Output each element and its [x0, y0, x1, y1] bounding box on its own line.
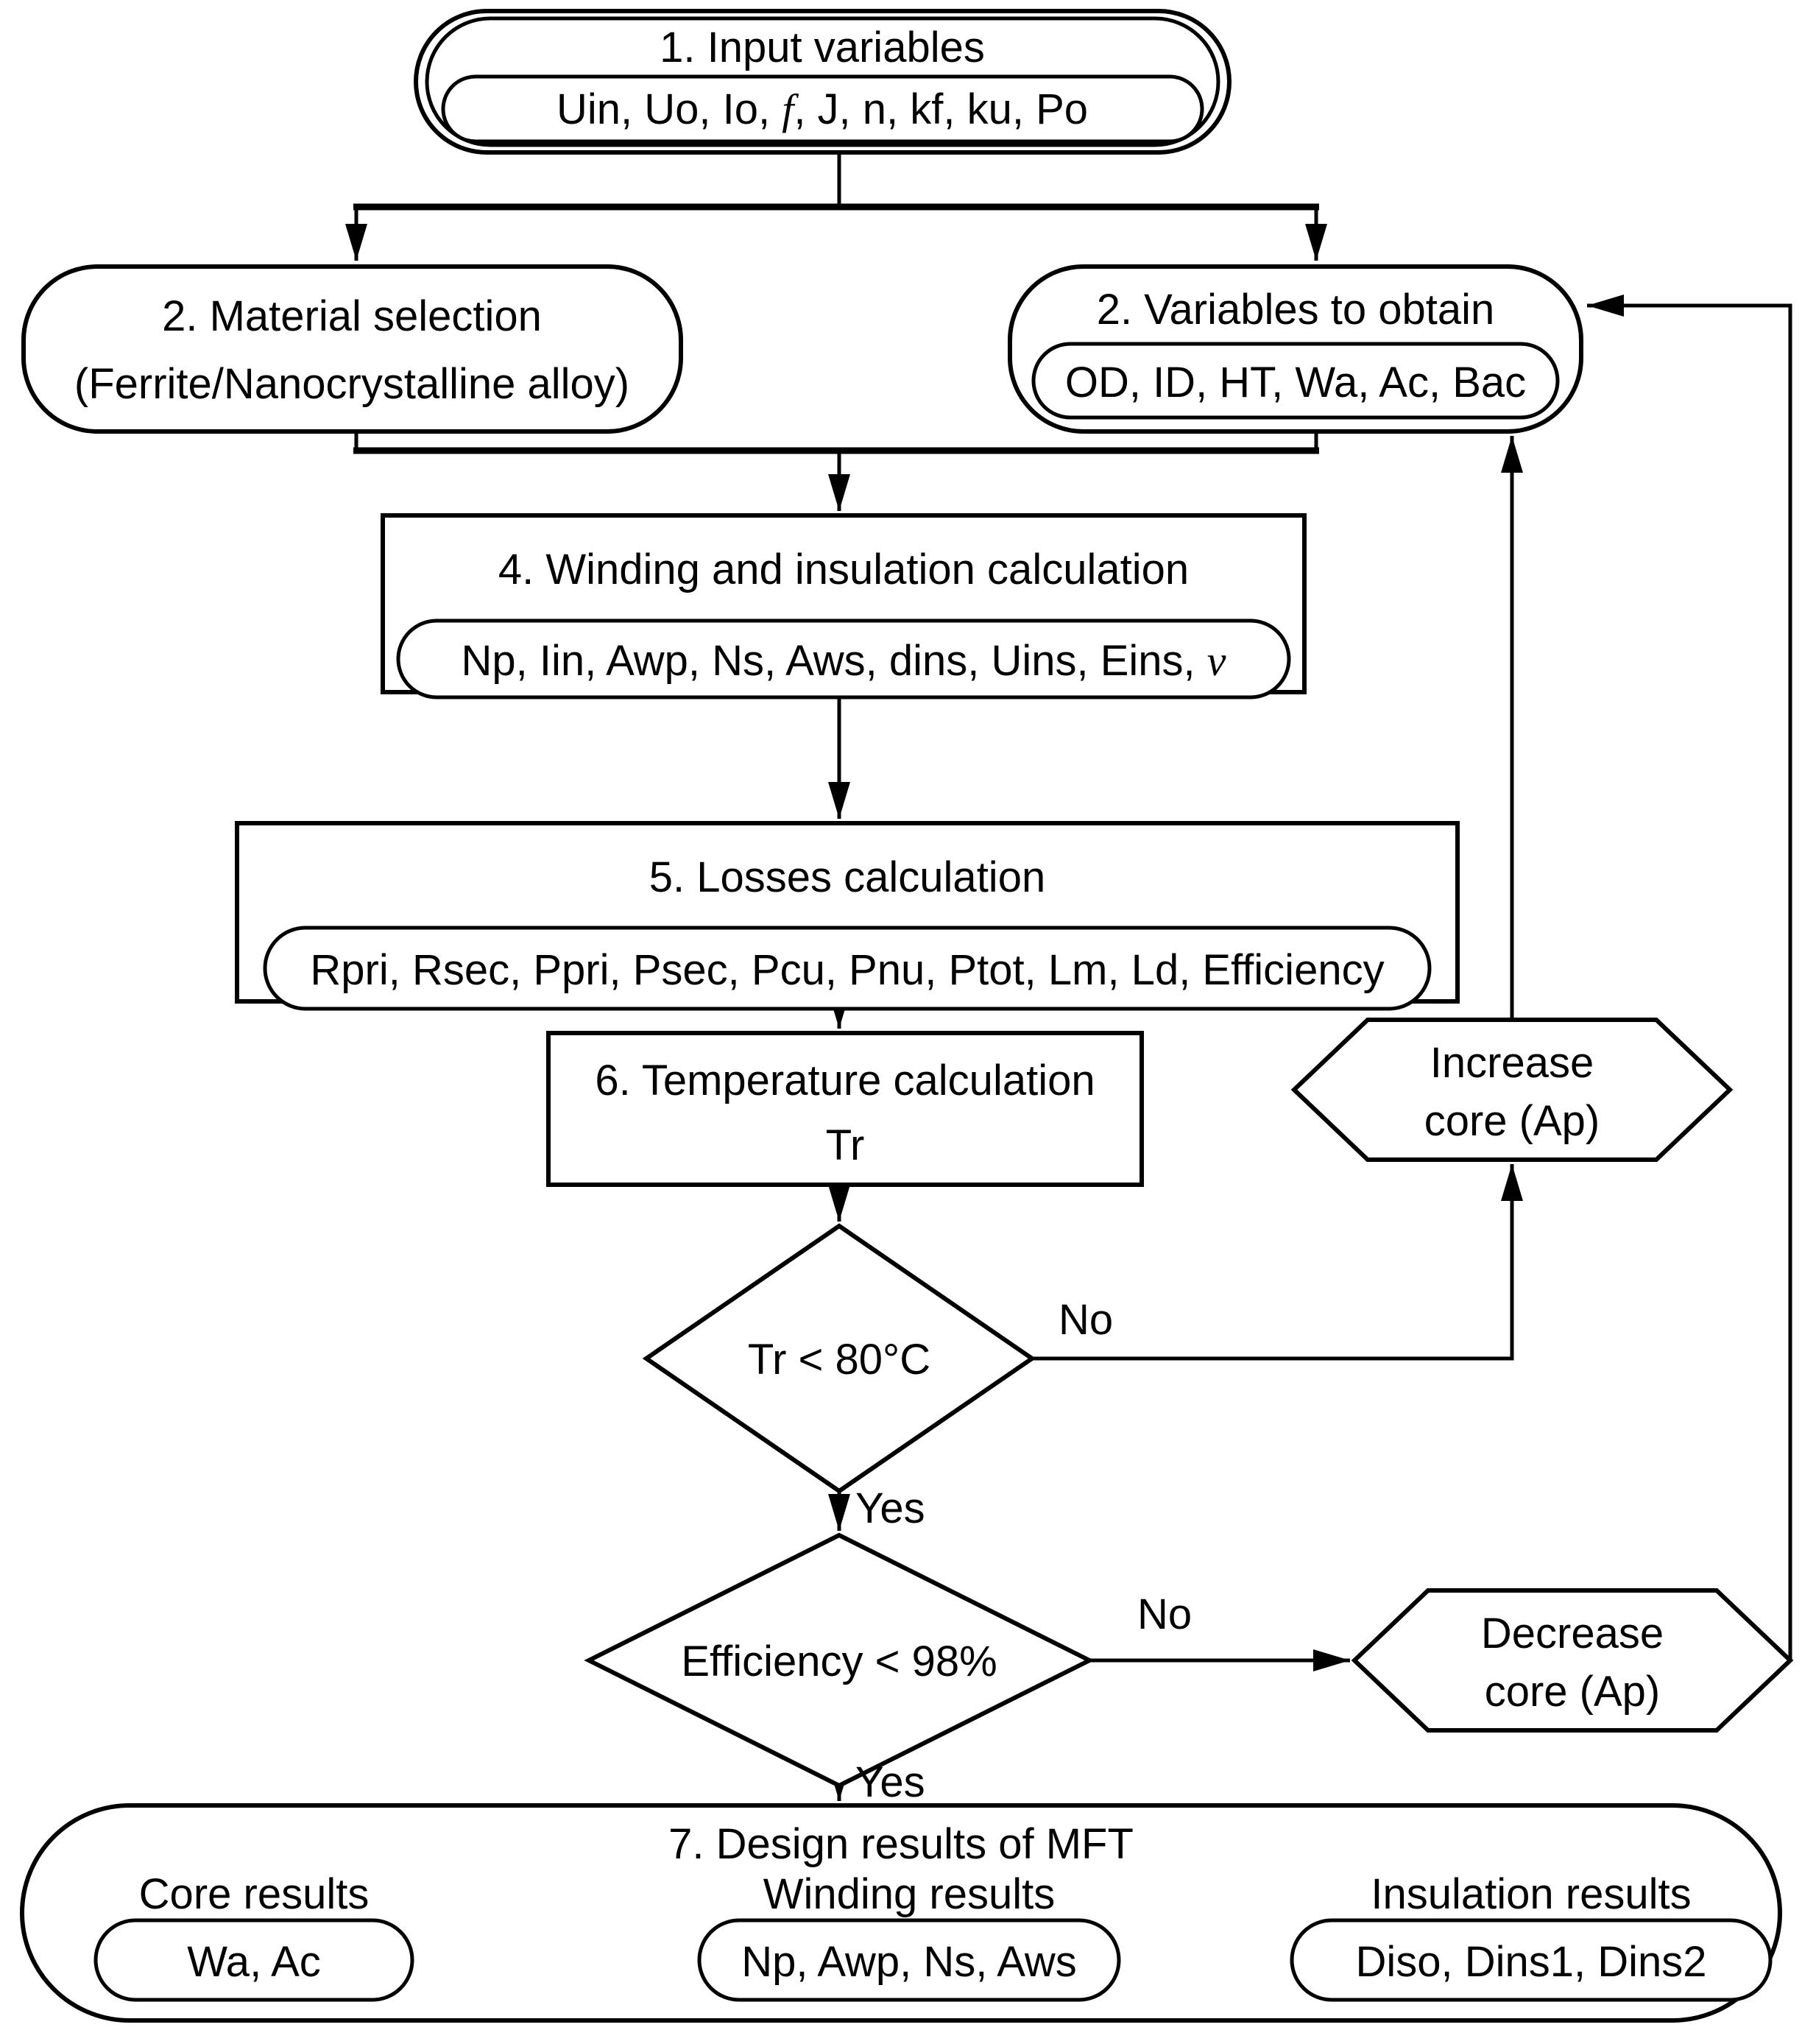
decision-tr-label: Tr < 80°C — [748, 1336, 930, 1384]
winding-results-label: Winding results — [763, 1870, 1055, 1918]
edge-decrease-core-to-variables — [1587, 295, 1792, 1660]
edge-no-to-increase-core — [1032, 1164, 1523, 1361]
decision-efficiency-label: Efficiency < 98% — [681, 1638, 997, 1685]
increase-core-line2: core (Ap) — [1424, 1097, 1600, 1145]
edge-label-yes-1: Yes — [855, 1484, 925, 1532]
decrease-core-line1: Decrease — [1481, 1610, 1664, 1657]
variables-to-obtain-list: OD, ID, HT, Wa, Ac, Bac — [1065, 359, 1526, 406]
core-results-pill — [93, 1918, 414, 2002]
edge-label-yes-2: Yes — [855, 1758, 925, 1806]
design-results-title: 7. Design results of MFT — [668, 1820, 1134, 1868]
variables-to-obtain-pill — [1031, 342, 1560, 420]
losses-calculation-title: 5. Losses calculation — [649, 853, 1045, 901]
decision-efficiency-node — [584, 1532, 1095, 1788]
material-selection-subtitle: (Ferrite/Nanocrystalline alloy) — [74, 360, 629, 408]
input-variables-title: 1. Input variables — [660, 24, 985, 71]
edge-label-no-1: No — [1059, 1296, 1113, 1344]
winding-results-list: Np, Awp, Ns, Aws — [741, 1938, 1077, 1986]
decision-tr-node — [642, 1223, 1036, 1494]
input-variables-list: Uin, Uo, Io, f, J, n, kf, ku, Po — [556, 85, 1088, 133]
input-vars-post: , J, n, kf, ku, Po — [794, 85, 1088, 133]
insulation-results-label: Insulation results — [1371, 1870, 1691, 1918]
increase-core-line1: Increase — [1430, 1039, 1594, 1087]
input-vars-pre: Uin, Uo, Io, — [556, 85, 782, 133]
winding-vars-pre: Np, Iin, Awp, Ns, Aws, dins, Uins, Eins, — [461, 637, 1206, 685]
winding-calculation-title: 4. Winding and insulation calculation — [498, 546, 1189, 593]
winding-calculation-list: Np, Iin, Awp, Ns, Aws, dins, Uins, Eins,… — [461, 637, 1226, 685]
losses-calculation-pill — [263, 926, 1432, 1011]
input-variables-pill — [441, 74, 1204, 144]
temperature-calculation-node — [546, 1031, 1144, 1187]
insulation-results-pill — [1290, 1918, 1773, 2002]
core-results-list: Wa, Ac — [187, 1938, 321, 1986]
winding-calculation-pill — [396, 619, 1291, 699]
temperature-calculation-var: Tr — [826, 1121, 865, 1169]
insulation-results-list: Diso, Dins1, Dins2 — [1355, 1938, 1706, 1986]
losses-calculation-list: Rpri, Rsec, Ppri, Psec, Pcu, Pnu, Ptot, … — [310, 946, 1384, 994]
variables-to-obtain-title: 2. Variables to obtain — [1097, 286, 1495, 334]
material-selection-node — [21, 264, 683, 434]
decrease-core-line2: core (Ap) — [1485, 1668, 1661, 1716]
temperature-calculation-title: 6. Temperature calculation — [595, 1057, 1095, 1104]
decrease-core-node — [1351, 1588, 1794, 1733]
winding-vars-velocity: v — [1207, 637, 1226, 685]
winding-results-pill — [697, 1918, 1121, 2002]
increase-core-node — [1290, 1018, 1734, 1162]
edge-label-no-2: No — [1137, 1590, 1192, 1638]
core-results-label: Core results — [139, 1870, 370, 1918]
material-selection-title: 2. Material selection — [162, 292, 542, 340]
